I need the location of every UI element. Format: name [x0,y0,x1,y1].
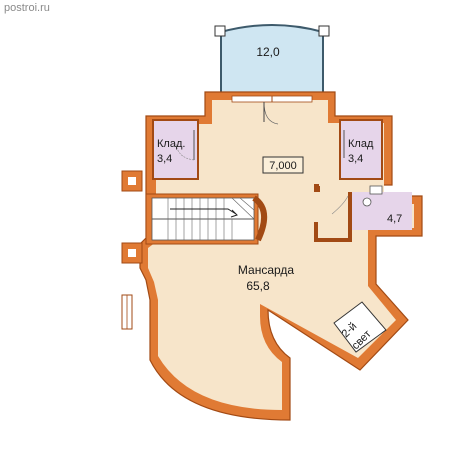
storage-left-name: Клад. [157,138,185,150]
column-mark [314,184,319,189]
terrace-railing [220,24,324,33]
attic-area: 65,8 [246,279,270,293]
storage-right-area: 3,4 [348,153,363,165]
stair-direction-arrow [170,208,237,215]
elevation-mark: 7,000 [269,160,297,172]
bathroom-area: 4,7 [387,213,402,225]
terrace-area-label: 12,0 [256,45,280,59]
second-light-void: 2-й свет [333,301,387,353]
terrace-post-left [214,25,226,37]
watermark: postroi.ru [4,2,50,14]
storage-right: Клад 3,4 [339,119,383,180]
storage-left-area: 3,4 [157,153,172,165]
storage-right-name: Клад [348,138,374,150]
staircase [145,193,267,245]
bathroom: 4,7 [352,185,412,230]
storage-left: Клад. 3,4 [152,119,199,180]
terrace: 12,0 [214,24,330,93]
elevation-mark-box [262,156,304,174]
attic-name: Мансарда [238,263,295,277]
terrace-post-right [318,25,330,37]
